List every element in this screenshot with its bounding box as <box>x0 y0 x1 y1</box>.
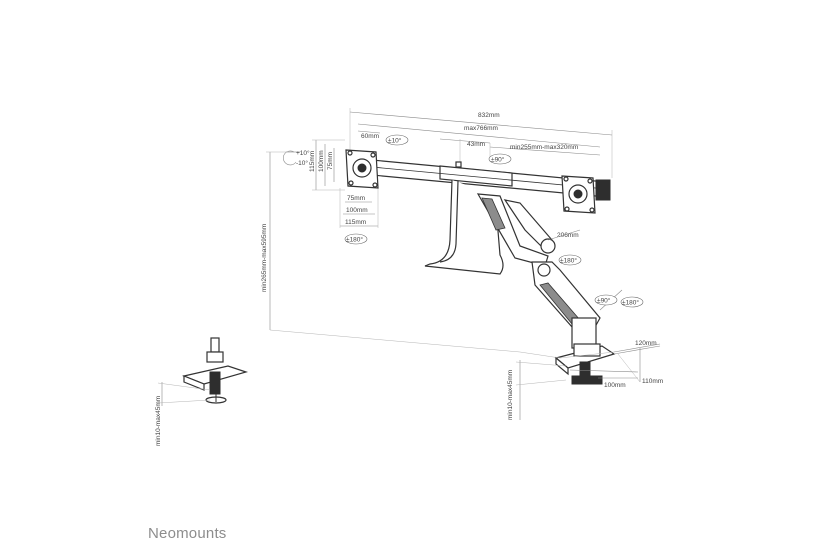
vesa-100-vertical-label: 100mm <box>318 150 325 172</box>
arm-range-label: min255mm-max320mm <box>510 144 578 151</box>
tilt-badge <box>385 134 409 146</box>
desk-thickness-left-label: min10-max45mm <box>155 396 162 446</box>
swivel-90-top-label: ±90° <box>491 156 505 164</box>
vesa-115-vertical-label: 115mm <box>309 151 316 172</box>
vesa-vertical-dims <box>312 139 345 191</box>
swivel-badge-low <box>594 294 618 306</box>
max-width-label: max766mm <box>464 125 498 132</box>
tilt-up-label: +10° <box>296 149 310 157</box>
vesa-75-horizontal-label: 75mm <box>347 195 365 202</box>
rotate-180-low-label: ±180° <box>622 299 639 307</box>
offset-60-label: 60mm <box>361 133 379 140</box>
brand-logo: Neomounts <box>148 525 227 542</box>
vesa-100-horizontal-label: 100mm <box>346 207 368 214</box>
offset-43-label: 43mm <box>467 141 485 148</box>
carry-handle <box>424 179 504 275</box>
vesa-75-vertical-label: 75mm <box>327 152 334 170</box>
top-dimensions <box>349 108 613 178</box>
rotate-badge-low <box>620 296 644 308</box>
desk-thickness-center-label: min10-max45mm <box>507 370 514 420</box>
desk-clamp-main <box>554 343 616 385</box>
height-range-label: min265mm-max595mm <box>261 224 268 292</box>
vesa-115-horizontal-label: 115mm <box>345 219 366 226</box>
rotate-180-left-label: ±180° <box>346 236 363 244</box>
crossbar <box>371 159 611 201</box>
desk-thickness-left <box>157 382 211 406</box>
vesa-horizontal-dims <box>339 188 379 228</box>
base-100-label: 100mm <box>604 382 626 389</box>
vesa-plate-left <box>345 149 379 189</box>
vesa-plate-right <box>561 175 596 214</box>
tilt-down-label: -10° <box>296 159 308 167</box>
total-width-label: 832mm <box>478 112 500 119</box>
base-120-label: 120mm <box>635 340 657 347</box>
height-dimension <box>266 151 561 359</box>
lower-arm <box>531 261 601 349</box>
rotate-180-mid-label: ±180° <box>560 257 577 265</box>
base-dimensions <box>559 343 661 383</box>
rotate-badge-left <box>344 233 368 245</box>
swivel-badge-top <box>488 153 512 165</box>
arm-206-label: 206mm <box>557 232 579 239</box>
upper-arm <box>476 193 556 267</box>
desk-thickness-center <box>515 360 567 420</box>
desk-clamp-detail <box>181 337 249 404</box>
rotate-badge-mid <box>558 254 582 266</box>
base-110-label: 110mm <box>642 378 663 385</box>
tilt-10-label: ±10° <box>388 137 402 145</box>
swivel-90-low-label: ±90° <box>597 297 611 305</box>
